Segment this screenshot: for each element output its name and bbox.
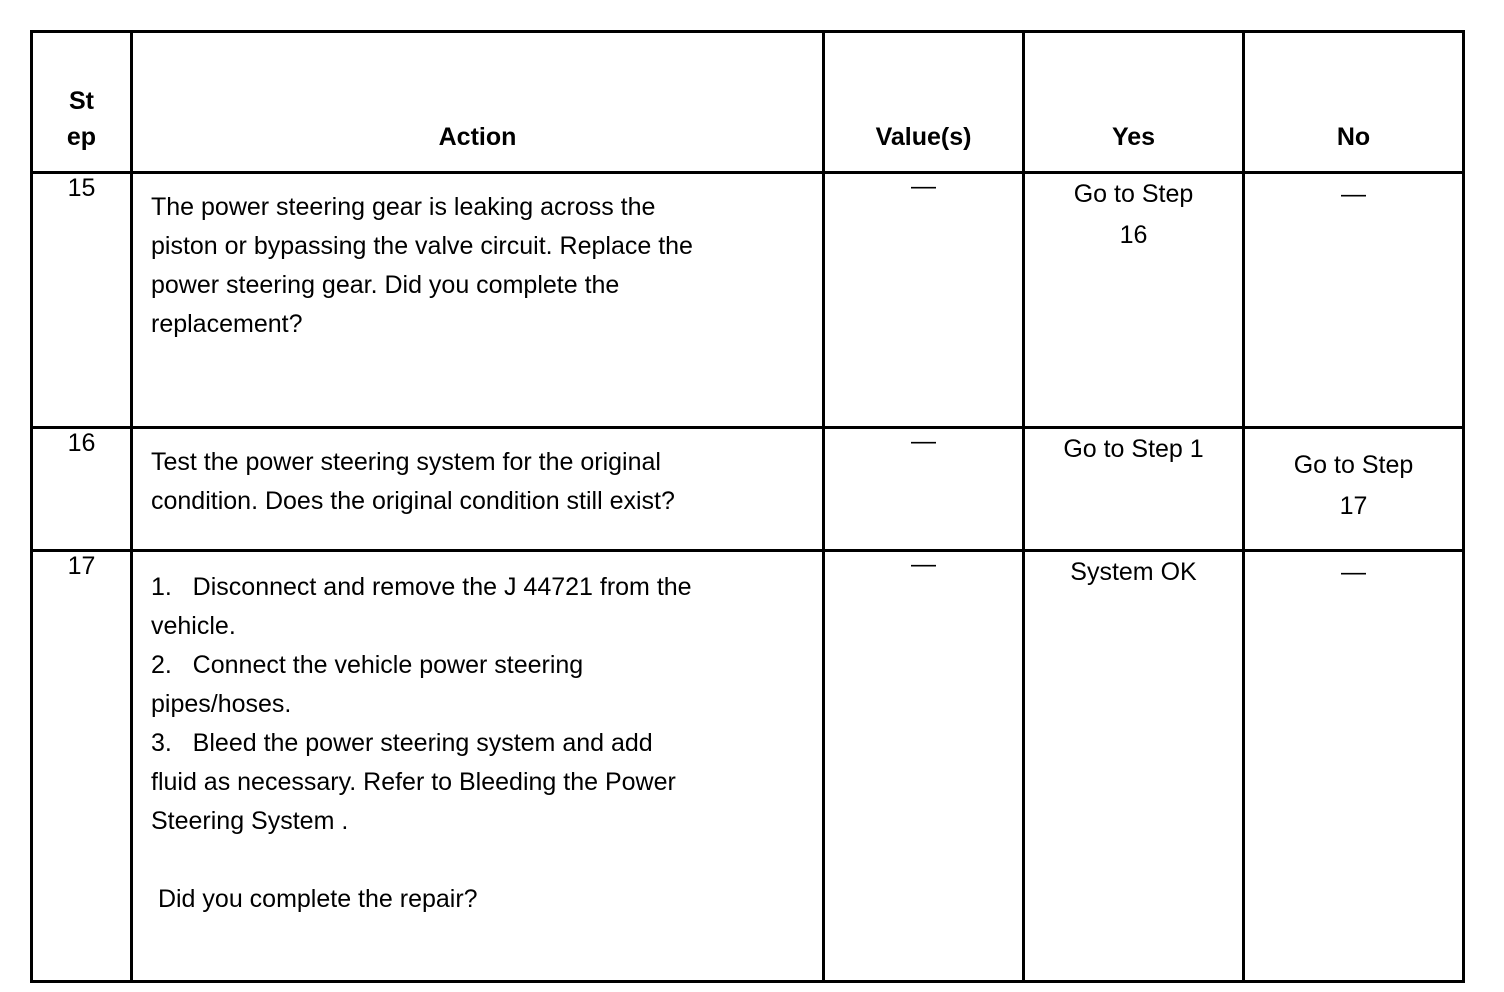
action-text: The power steering gear is leaking acros… bbox=[133, 174, 822, 354]
step-number-cell: 15 bbox=[30, 171, 133, 429]
yes-text: System OK bbox=[1025, 552, 1242, 613]
yes-cell: Go to Step 1 bbox=[1022, 426, 1245, 552]
action-line: The power steering gear is leaking acros… bbox=[151, 193, 656, 221]
action-line: replacement? bbox=[151, 310, 303, 338]
action-line: condition. Does the original condition s… bbox=[151, 487, 675, 515]
column-header-step-line2: ep bbox=[66, 122, 97, 151]
no-cell: — bbox=[1242, 171, 1465, 429]
diagnostic-table: St ep Action Value(s) Yes No bbox=[30, 30, 1465, 983]
column-header-no-label: No bbox=[1336, 122, 1371, 151]
column-header-step-line1: St bbox=[69, 86, 94, 115]
yes-cell: System OK bbox=[1022, 549, 1245, 983]
no-line: Go to Step bbox=[1293, 451, 1414, 479]
yes-text: Go to Step 1 bbox=[1025, 429, 1242, 492]
action-line: Did you complete the repair? bbox=[151, 885, 478, 913]
yes-line: System OK bbox=[1070, 558, 1197, 586]
no-text: Go to Step 17 bbox=[1245, 429, 1462, 528]
action-line: vehicle. bbox=[151, 612, 236, 640]
table-header-row: St ep Action Value(s) Yes No bbox=[30, 30, 1465, 174]
step-number-cell: 17 bbox=[30, 549, 133, 983]
yes-line: 16 bbox=[1119, 221, 1148, 250]
step-number: 16 bbox=[67, 429, 96, 457]
action-line: 1. Disconnect and remove the J 44721 fro… bbox=[151, 573, 692, 601]
step-number: 15 bbox=[67, 174, 96, 202]
column-header-yes-label: Yes bbox=[1111, 122, 1156, 151]
action-cell: 1. Disconnect and remove the J 44721 fro… bbox=[130, 549, 825, 983]
action-blank-line bbox=[151, 841, 808, 880]
no-line: 17 bbox=[1339, 492, 1368, 521]
value-cell: — bbox=[822, 549, 1025, 983]
step-number-cell: 16 bbox=[30, 426, 133, 552]
yes-cell: Go to Step 16 bbox=[1022, 171, 1245, 429]
value-cell: — bbox=[822, 426, 1025, 552]
no-line: — bbox=[1341, 180, 1366, 208]
action-line: piston or bypassing the valve circuit. R… bbox=[151, 232, 693, 260]
no-text: — bbox=[1245, 174, 1462, 237]
no-cell: — bbox=[1242, 549, 1465, 983]
table-row: 15 The power steering gear is leaking ac… bbox=[30, 171, 1465, 429]
action-line: Steering System . bbox=[151, 807, 349, 835]
column-header-step: St ep bbox=[30, 30, 133, 174]
action-text: 1. Disconnect and remove the J 44721 fro… bbox=[133, 552, 822, 929]
action-cell: The power steering gear is leaking acros… bbox=[130, 171, 825, 429]
column-header-yes: Yes bbox=[1022, 30, 1245, 174]
table-row: 17 1. Disconnect and remove the J 44721 … bbox=[30, 549, 1465, 983]
action-line: 3. Bleed the power steering system and a… bbox=[151, 729, 653, 757]
action-line: fluid as necessary. Refer to Bleeding th… bbox=[151, 768, 676, 796]
action-line: Test the power steering system for the o… bbox=[151, 448, 661, 476]
column-header-values: Value(s) bbox=[822, 30, 1025, 174]
step-number: 17 bbox=[67, 552, 96, 580]
value-text: — bbox=[911, 550, 936, 578]
action-line: 2. Connect the vehicle power steering bbox=[151, 651, 584, 679]
column-header-action-label: Action bbox=[438, 122, 517, 151]
no-cell: Go to Step 17 bbox=[1242, 426, 1465, 552]
column-header-values-label: Value(s) bbox=[875, 122, 972, 151]
action-line: pipes/hoses. bbox=[151, 690, 292, 718]
no-line: — bbox=[1341, 558, 1366, 586]
yes-line: Go to Step bbox=[1073, 180, 1194, 208]
value-text: — bbox=[911, 427, 936, 455]
yes-text: Go to Step 16 bbox=[1025, 174, 1242, 277]
no-text: — bbox=[1245, 552, 1462, 613]
column-header-no: No bbox=[1242, 30, 1465, 174]
yes-line: Go to Step 1 bbox=[1063, 435, 1204, 463]
table-row: 16 Test the power steering system for th… bbox=[30, 426, 1465, 552]
action-line: power steering gear. Did you complete th… bbox=[151, 271, 620, 299]
action-text: Test the power steering system for the o… bbox=[133, 429, 822, 531]
action-cell: Test the power steering system for the o… bbox=[130, 426, 825, 552]
value-cell: — bbox=[822, 171, 1025, 429]
column-header-action: Action bbox=[130, 30, 825, 174]
value-text: — bbox=[911, 172, 936, 200]
